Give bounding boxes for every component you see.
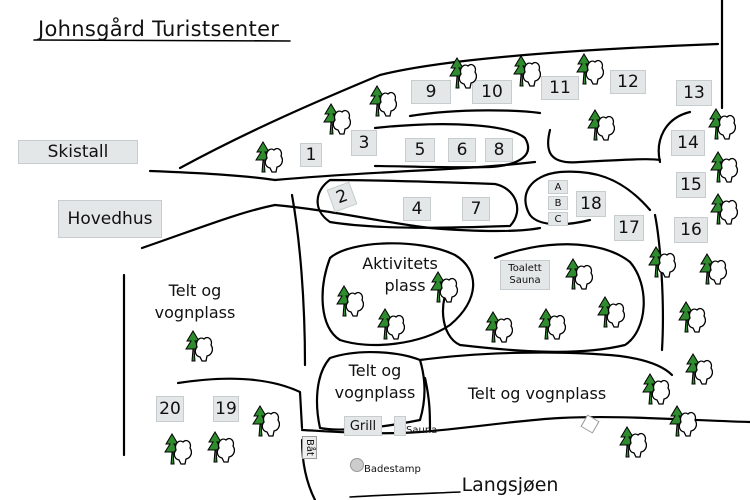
tree-icon <box>587 109 615 141</box>
tree-icon <box>449 57 477 89</box>
toalett-sauna-label: Sauna <box>509 275 541 286</box>
tree-icon <box>576 53 604 85</box>
tree-icon <box>207 431 235 463</box>
tree-icon <box>565 258 593 290</box>
tree-icon <box>336 285 364 317</box>
tree-icon <box>377 308 405 340</box>
cabin-5[interactable]: 5 <box>405 138 435 162</box>
cabin-6[interactable]: 6 <box>448 138 476 162</box>
cabin-19[interactable]: 19 <box>213 396 239 422</box>
tree-icon <box>708 108 736 140</box>
cabin-11[interactable]: 11 <box>541 76 579 100</box>
tree-icon <box>669 405 697 437</box>
tree-icon <box>323 103 351 135</box>
telt-area-mid-label: Telt og vognplass <box>325 360 425 404</box>
cabin-16[interactable]: 16 <box>674 217 708 243</box>
tree-icon <box>164 433 192 465</box>
toalett-sauna-building[interactable]: Toalett Sauna <box>500 260 550 290</box>
tree-icon <box>255 141 283 173</box>
badestamp-label: Badestamp <box>364 464 421 475</box>
lake-label: Langsjøen <box>461 474 559 496</box>
sauna-small-building[interactable] <box>394 416 406 436</box>
aktivitet-line1: Aktivitets <box>362 254 438 273</box>
toalett-label: Toalett <box>508 263 542 274</box>
cabin-3[interactable]: 3 <box>351 130 377 156</box>
cabin-18[interactable]: 18 <box>576 191 606 217</box>
tree-icon <box>430 271 458 303</box>
cabin-7[interactable]: 7 <box>462 197 490 221</box>
tree-icon <box>710 151 738 183</box>
tree-icon <box>513 55 541 87</box>
cabin-18-unit-a[interactable]: A <box>548 180 568 194</box>
cabin-9[interactable]: 9 <box>411 80 451 104</box>
tree-icon <box>642 373 670 405</box>
tree-icon <box>710 193 738 225</box>
tree-icon <box>648 246 676 278</box>
tree-icon <box>485 311 513 343</box>
badestamp-marker[interactable] <box>350 458 364 472</box>
hovedhus-building[interactable]: Hovedhus <box>58 200 162 238</box>
cabin-18-unit-c[interactable]: C <box>548 212 568 226</box>
sauna-small-label: Sauna <box>406 425 438 436</box>
cabin-18-unit-b[interactable]: B <box>548 196 568 210</box>
cabin-13[interactable]: 13 <box>676 80 712 106</box>
telt-area-left-label: Telt og vognplass <box>140 280 250 324</box>
cabin-1[interactable]: 1 <box>300 143 322 167</box>
cabin-10[interactable]: 10 <box>472 80 512 104</box>
telt-area-right-label: Telt og vognplass <box>467 384 607 403</box>
aktivitet-line2: plass <box>384 276 426 295</box>
telt-mid-line1: Telt og <box>348 361 402 380</box>
cabin-14[interactable]: 14 <box>671 130 705 156</box>
cabin-8[interactable]: 8 <box>485 138 513 162</box>
telt-left-line2: vognplass <box>154 303 236 322</box>
cabin-4[interactable]: 4 <box>403 197 431 221</box>
telt-left-line1: Telt og <box>168 281 222 300</box>
tree-icon <box>678 301 706 333</box>
tree-icon <box>699 253 727 285</box>
cabin-15[interactable]: 15 <box>676 172 706 198</box>
aktivitetsplass-label: Aktivitets plass <box>350 253 450 297</box>
tree-icon <box>538 308 566 340</box>
tree-icon <box>597 296 625 328</box>
cabin-17[interactable]: 17 <box>614 215 644 241</box>
skistall-building[interactable]: Skistall <box>18 140 138 164</box>
tree-icon <box>185 330 213 362</box>
cabin-12[interactable]: 12 <box>610 70 646 94</box>
tree-icon <box>685 353 713 385</box>
tree-icon <box>369 85 397 117</box>
tree-icon <box>252 405 280 437</box>
cabin-20[interactable]: 20 <box>156 396 184 422</box>
telt-mid-line2: vognplass <box>334 383 416 402</box>
grill-building[interactable]: Grill <box>344 416 382 436</box>
bat-label: Båt <box>301 436 317 459</box>
map-title: Johnsgård Turistsenter <box>38 17 280 41</box>
tree-icon <box>619 426 647 458</box>
